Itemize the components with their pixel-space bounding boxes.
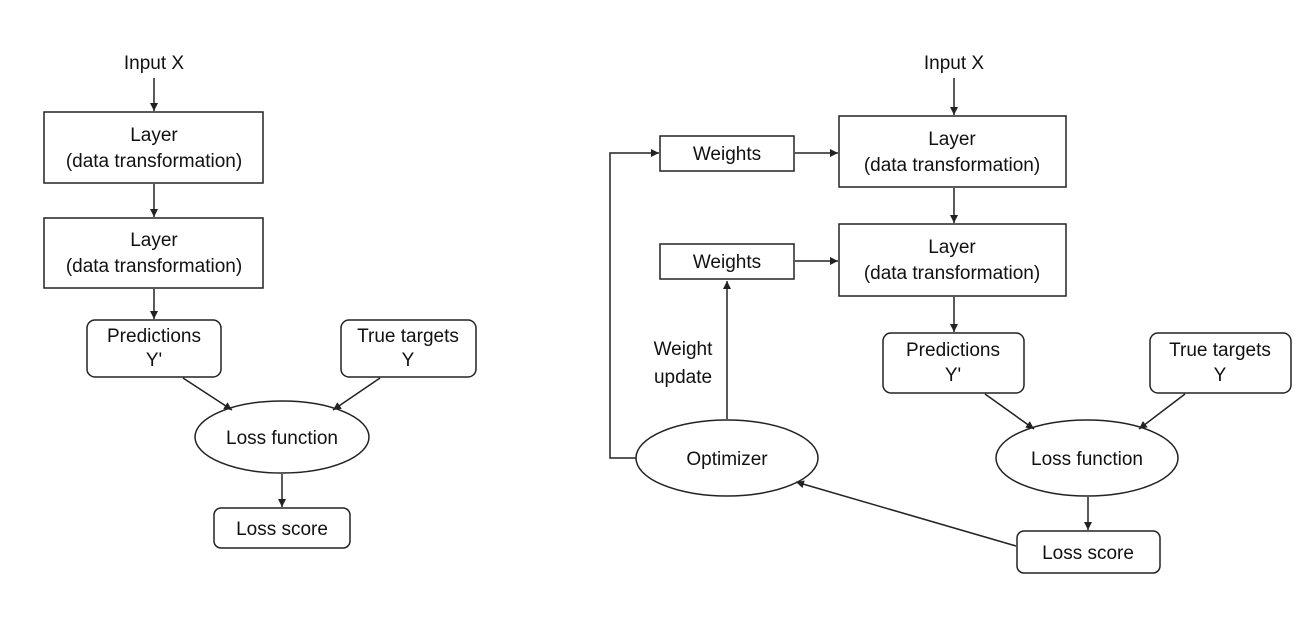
right-loss-function-label: Loss function: [1031, 449, 1143, 470]
left-diagram: Input X Layer (data transformation) Laye…: [43, 53, 477, 549]
right-weights-2: Weights: [659, 243, 795, 280]
right-layer-2-subtitle: (data transformation): [864, 263, 1040, 284]
right-layer-1-title: Layer: [928, 129, 976, 150]
right-arrow-score-to-optimizer: [795, 480, 1017, 547]
left-loss-function: Loss function: [194, 400, 370, 474]
left-layer-1-title: Layer: [130, 125, 178, 146]
left-input-label: Input X: [124, 53, 185, 74]
left-predictions-symbol: Y': [146, 350, 162, 371]
right-loss-function: Loss function: [995, 419, 1179, 497]
right-weight-update-line-1: Weight: [654, 339, 714, 360]
left-loss-function-ellipse: [194, 400, 370, 474]
left-loss-function-label: Loss function: [226, 428, 338, 449]
right-optimizer-label: Optimizer: [686, 449, 768, 470]
left-loss-score-box: [213, 507, 351, 549]
left-true-targets: True targets Y: [340, 319, 477, 378]
left-arrow-targets-to-loss: [332, 377, 381, 411]
right-arrow-targets-to-loss: [1138, 393, 1186, 430]
left-arrow-predictions-to-loss: [182, 377, 233, 411]
right-loss-score-label: Loss score: [1042, 543, 1134, 564]
right-weights-1-label: Weights: [693, 144, 761, 165]
left-layer-2-title: Layer: [130, 230, 178, 251]
right-predictions-box: [882, 332, 1025, 394]
left-true-targets-title: True targets: [357, 326, 459, 347]
right-layer-2-box: [838, 223, 1067, 297]
right-weights-1-box: [659, 135, 795, 172]
right-input-label: Input X: [924, 53, 985, 74]
right-weight-update-label: Weight update: [654, 339, 714, 388]
right-loss-score-box: [1016, 530, 1161, 574]
right-weights-2-label: Weights: [693, 252, 761, 273]
right-layer-1-box: [838, 115, 1067, 188]
right-diagram: Input X Weights Weights Layer (data tran…: [609, 53, 1292, 574]
left-true-targets-box: [340, 319, 477, 378]
right-true-targets-box: [1149, 332, 1292, 394]
right-true-targets: True targets Y: [1149, 332, 1292, 394]
left-layer-1: Layer (data transformation): [43, 111, 264, 184]
left-layer-1-box: [43, 111, 264, 184]
right-predictions-symbol: Y': [945, 365, 961, 386]
left-layer-2-subtitle: (data transformation): [66, 256, 242, 277]
right-weights-2-box: [659, 243, 795, 280]
left-predictions-box: [86, 319, 222, 378]
right-layer-1: Layer (data transformation): [838, 115, 1067, 188]
left-predictions-title: Predictions: [107, 326, 201, 347]
right-arrow-optimizer-to-weights-1: [609, 149, 659, 459]
right-optimizer: Optimizer: [635, 419, 819, 497]
left-layer-1-subtitle: (data transformation): [66, 151, 242, 172]
right-layer-2: Layer (data transformation): [838, 223, 1067, 297]
left-predictions: Predictions Y': [86, 319, 222, 378]
right-weights-1: Weights: [659, 135, 795, 172]
left-true-targets-symbol: Y: [402, 350, 415, 371]
right-layer-2-title: Layer: [928, 237, 976, 258]
right-weight-update-line-2: update: [654, 367, 712, 388]
right-layer-1-subtitle: (data transformation): [864, 155, 1040, 176]
left-loss-score-label: Loss score: [236, 519, 328, 540]
left-loss-score: Loss score: [213, 507, 351, 549]
right-predictions-title: Predictions: [906, 340, 1000, 361]
right-arrow-predictions-to-loss: [984, 393, 1035, 430]
right-true-targets-title: True targets: [1169, 340, 1271, 361]
left-layer-2-box: [43, 217, 264, 289]
right-loss-score: Loss score: [1016, 530, 1161, 574]
right-loss-function-ellipse: [995, 419, 1179, 497]
right-true-targets-symbol: Y: [1214, 365, 1227, 386]
right-predictions: Predictions Y': [882, 332, 1025, 394]
left-layer-2: Layer (data transformation): [43, 217, 264, 289]
